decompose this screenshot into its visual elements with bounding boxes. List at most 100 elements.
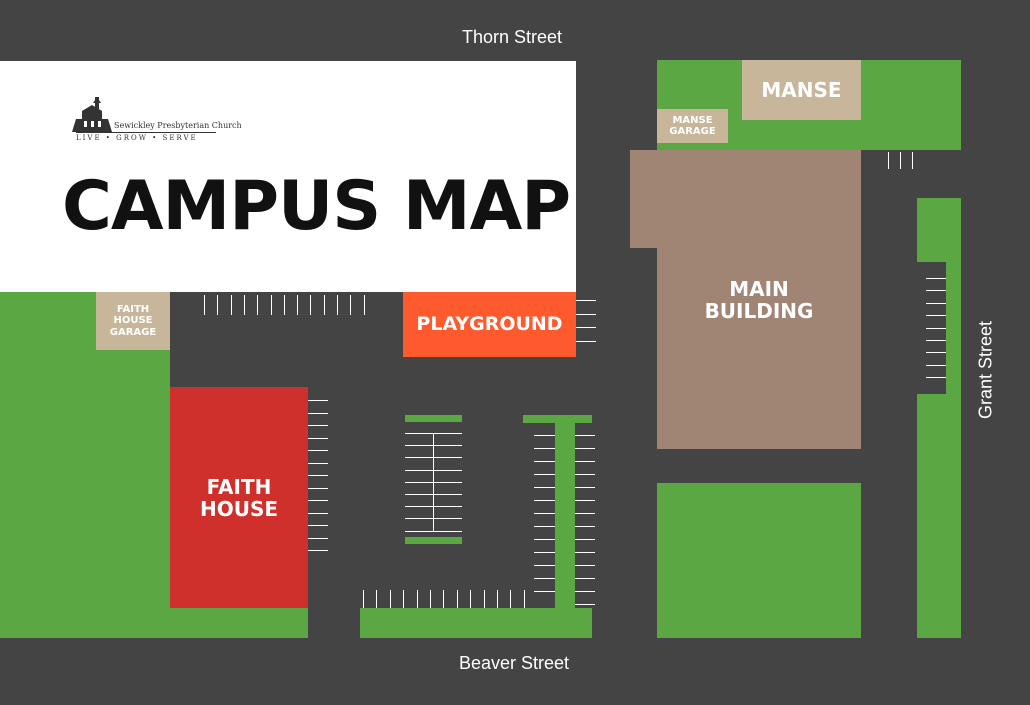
stall-line-north-row <box>270 295 272 315</box>
stall-line-south-row <box>510 590 512 608</box>
stall-line-faith-house-east <box>308 450 328 451</box>
stall-line-faith-house-east <box>308 487 328 489</box>
stall-line-divider-east <box>575 591 595 592</box>
stall-line-faith-house-east <box>308 400 328 401</box>
lawn-island-top <box>405 415 462 422</box>
stall-line-divider-east <box>575 604 595 605</box>
street-label-south: Beaver Street <box>459 653 570 673</box>
church-name: Sewickley Presbyterian Church <box>114 121 242 130</box>
stall-line-divider-west <box>534 578 555 579</box>
manse-garage: MANSE GARAGE <box>657 109 728 143</box>
stall-line-grant-bay <box>926 364 946 366</box>
stall-line-north-row <box>204 295 205 315</box>
stall-line-grant-bay <box>926 340 946 341</box>
stall-line-playground-east <box>576 313 596 315</box>
stall-line-divider-east <box>575 461 595 462</box>
stall-line-north-row <box>230 295 232 315</box>
stall-line-faith-house-east <box>308 437 328 439</box>
main-building-label-line1: MAIN <box>729 276 789 301</box>
stall-line-south-row <box>497 590 498 608</box>
stall-line-playground-east <box>576 327 596 328</box>
manse-building: MANSE <box>742 60 861 120</box>
lawn-parking-divider <box>555 416 575 616</box>
title-panel: Sewickley Presbyterian Church LIVE • GRO… <box>0 61 576 292</box>
stall-line-divider-west <box>534 591 555 592</box>
stall-line-playground-east <box>576 340 596 342</box>
stall-line-divider-west <box>534 500 555 501</box>
stall-line-island-spine <box>433 433 434 531</box>
stall-line-grant-bay <box>926 278 946 279</box>
faith-house-garage-label-line2: HOUSE <box>113 315 153 327</box>
manse-garage-label-line1: MANSE <box>672 114 713 126</box>
stall-line-north-row <box>323 295 325 315</box>
stall-line-north-row <box>350 295 352 315</box>
faith-house: FAITH HOUSE <box>170 387 308 608</box>
stall-line-south-row <box>443 590 445 608</box>
stall-line-divider-west <box>534 513 555 514</box>
stall-line-grant-bay <box>926 315 946 317</box>
stall-line-south-row <box>376 590 378 608</box>
stall-line-divider-west <box>534 448 555 449</box>
stall-line-south-row <box>389 590 391 608</box>
stall-line-south-row <box>416 590 418 608</box>
stall-line-faith-house-east <box>308 412 328 414</box>
stall-line-faith-house-east <box>308 525 328 526</box>
stall-line-south-row <box>403 590 405 608</box>
stall-line-grant-bay <box>926 352 946 354</box>
stall-line-manse-south <box>912 152 913 169</box>
lawn-faith-house-south <box>170 608 308 638</box>
main-building: MAIN BUILDING <box>657 150 861 449</box>
logo-divider <box>76 132 216 133</box>
manse-label: MANSE <box>761 78 842 102</box>
stall-line-faith-house-east <box>308 462 328 464</box>
stall-line-playground-east <box>576 300 596 301</box>
stall-line-north-row <box>257 295 259 315</box>
stall-line-divider-west <box>534 435 555 436</box>
stall-line-grant-bay <box>926 290 946 292</box>
stall-line-south-row <box>523 590 525 608</box>
stall-line-divider-east <box>575 539 595 540</box>
manse-garage-label-line2: GARAGE <box>669 126 716 137</box>
street-label-north: Thorn Street <box>462 27 563 47</box>
stall-line-divider-east <box>575 474 595 475</box>
lawn-island-bottom <box>405 537 462 544</box>
stall-line-divider-west <box>534 552 555 553</box>
faith-house-label-line2: HOUSE <box>199 496 279 521</box>
page-title: CAMPUS MAP <box>62 167 571 246</box>
stall-line-divider-east <box>575 552 595 553</box>
stall-line-faith-house-east <box>308 500 328 501</box>
stall-line-north-row <box>283 295 285 315</box>
stall-line-faith-house-east <box>308 537 328 539</box>
stall-line-manse-south <box>888 152 889 169</box>
faith-house-garage-label-line1: FAITH <box>116 303 150 315</box>
stall-line-south-row <box>456 590 458 608</box>
stall-line-south-row <box>430 590 431 608</box>
stall-line-south-row <box>363 590 364 608</box>
stall-line-divider-west <box>534 526 555 527</box>
playground-label: PLAYGROUND <box>416 313 563 336</box>
stall-line-grant-bay <box>926 377 946 379</box>
stall-line-faith-house-east <box>308 475 328 476</box>
stall-line-manse-south <box>900 152 901 169</box>
stall-line-divider-east <box>575 526 595 527</box>
stall-line-divider-east <box>575 500 595 501</box>
stall-line-divider-east <box>575 513 595 514</box>
stall-line-divider-west <box>534 474 555 475</box>
lawn-southeast <box>657 483 861 638</box>
stall-line-divider-west <box>534 565 555 566</box>
stall-line-divider-west <box>534 461 555 462</box>
stall-line-divider-east <box>575 435 595 436</box>
stall-line-divider-west <box>534 539 555 540</box>
church-logo-icon <box>72 97 112 133</box>
stall-line-north-row <box>363 295 365 315</box>
faith-house-garage-label-line3: GARAGE <box>109 326 157 338</box>
stall-line-divider-east <box>575 487 595 488</box>
stall-line-south-row <box>483 590 485 608</box>
stall-line-faith-house-east <box>308 512 328 514</box>
stall-line-faith-house-east <box>308 425 328 426</box>
stall-line-grant-bay <box>926 327 946 329</box>
stall-line-divider-east <box>575 448 595 449</box>
stall-line-divider-west <box>534 487 555 488</box>
stall-line-faith-house-east <box>308 550 328 551</box>
